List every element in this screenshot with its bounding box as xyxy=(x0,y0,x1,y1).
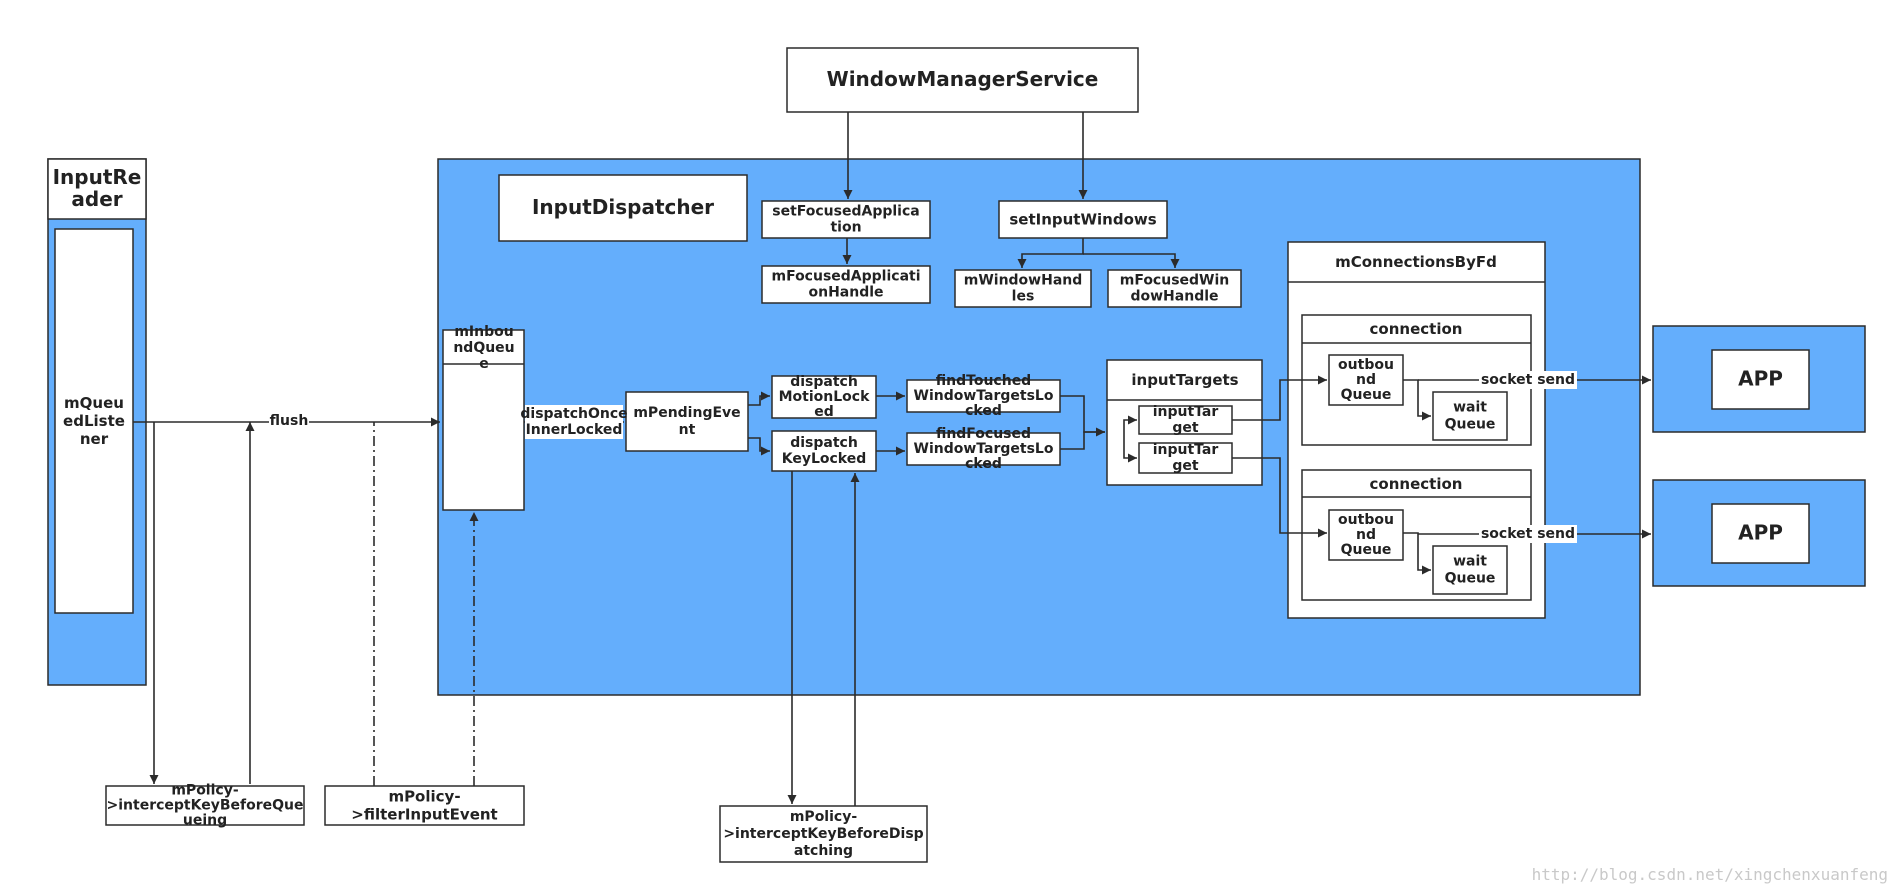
filter-input-event-label: mPolicy->filterInputEvent xyxy=(351,787,497,823)
app-2-box xyxy=(1711,503,1810,564)
flush-label: flush xyxy=(270,413,309,429)
watermark-text: http://blog.csdn.net/xingchenxuanfeng xyxy=(1532,865,1888,884)
dispatch-motion-locked-box xyxy=(771,375,877,419)
input-target-2-box xyxy=(1138,442,1233,474)
dispatch-once-inner-locked-label-bg xyxy=(525,405,623,439)
intercept-before-dispatching-box xyxy=(719,805,928,863)
connection-1-label: connection xyxy=(1370,320,1463,338)
intercept-before-queueing-box xyxy=(105,785,305,826)
dispatch-key-locked-box xyxy=(771,430,877,472)
wms-box xyxy=(786,47,1139,113)
set-focused-application-box xyxy=(761,200,931,239)
app-1-box xyxy=(1711,349,1810,410)
flush-label-bg xyxy=(269,412,309,430)
m-focused-window-handle-box xyxy=(1107,269,1242,308)
outbound-queue-2-box xyxy=(1328,509,1404,561)
socket-send-1-label-bg xyxy=(1479,371,1577,389)
m-pending-event-box xyxy=(625,391,749,452)
m-focused-application-handle-box xyxy=(761,265,931,304)
wait-queue-1-box xyxy=(1432,391,1508,441)
pending-to-dispatch-motion-arrow xyxy=(748,391,770,406)
pending-to-dispatch-key-arrow xyxy=(748,437,770,456)
filter-input-event-box xyxy=(324,785,525,826)
m-window-handles-box xyxy=(954,269,1092,308)
input-targets-to-target-2-arrow xyxy=(1123,432,1137,463)
input-dispatcher-box xyxy=(498,174,748,242)
set-input-windows-to-window-handles-arrow xyxy=(1017,238,1084,268)
find-touched-box xyxy=(906,379,1061,413)
set-input-windows-to-focused-window-arrow xyxy=(1083,253,1180,268)
set-input-windows-label: setInputWindows xyxy=(1009,210,1156,228)
m-queued-listener-box xyxy=(54,228,134,614)
connection-2-label: connection xyxy=(1370,475,1463,493)
set-input-windows-box xyxy=(998,200,1168,239)
socket-send-1-label: socket send xyxy=(1481,372,1575,388)
app-2-label: APP xyxy=(1738,520,1783,544)
outbound-2-to-wait-2-arrow xyxy=(1403,532,1431,575)
find-focused-to-input-targets-arrow xyxy=(1060,427,1105,450)
input-targets-label: inputTargets xyxy=(1131,371,1238,389)
wms-label: WindowManagerService xyxy=(827,67,1099,91)
target-1-to-outbound-1-arrow xyxy=(1232,375,1327,421)
input-dispatcher-label: InputDispatcher xyxy=(532,195,714,219)
input-reader-header xyxy=(47,158,147,220)
socket-send-2-label-bg xyxy=(1479,525,1577,543)
outbound-queue-1-box xyxy=(1328,354,1404,406)
input-targets-to-target-1-arrow xyxy=(1123,415,1137,432)
app-1-label: APP xyxy=(1738,366,1783,390)
wait-queue-2-box xyxy=(1432,545,1508,595)
find-focused-box xyxy=(906,432,1061,466)
input-target-1-box xyxy=(1138,405,1233,435)
target-2-to-outbound-2-arrow xyxy=(1232,457,1327,538)
m-inbound-queue-box xyxy=(442,329,525,511)
outbound-1-to-wait-1-arrow xyxy=(1403,379,1431,421)
socket-send-2-label: socket send xyxy=(1481,526,1575,542)
m-connections-by-fd-label: mConnectionsByFd xyxy=(1335,253,1497,271)
